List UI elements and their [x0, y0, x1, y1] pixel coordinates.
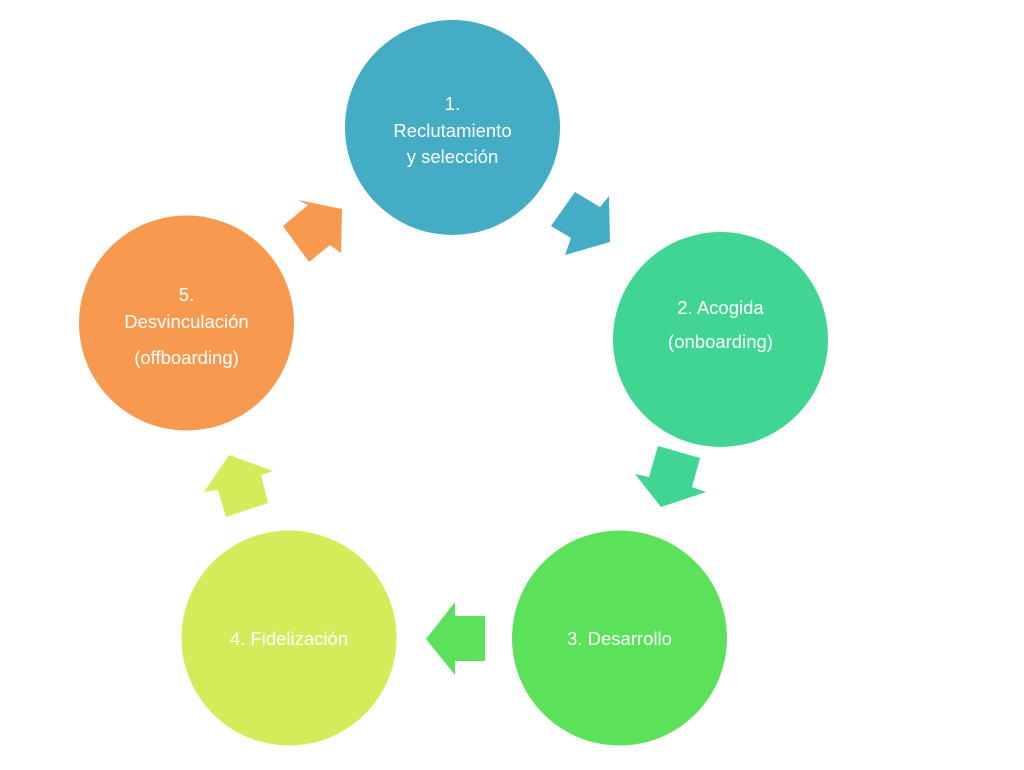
node-label-line: 4. Fidelización [230, 628, 348, 649]
node-label-line: (onboarding) [668, 331, 773, 352]
node-circle [181, 530, 397, 746]
node-label-line: (offboarding) [134, 347, 239, 368]
arrow-step3-to-step4 [426, 602, 485, 675]
node-fidelizacion: 4. Fidelización [181, 530, 397, 746]
arrow-step4-to-step5 [204, 455, 273, 517]
node-label-line: Desvinculación [124, 311, 248, 332]
node-label-line: Reclutamiento [393, 120, 511, 141]
node-label-line: 5. [179, 284, 194, 305]
node-label-line: 1. [445, 93, 460, 114]
node-label-line: 3. Desarrollo [567, 628, 672, 649]
node-label-line: 2. Acogida [677, 297, 764, 318]
node-acogida-onboarding: 2. Acogida (onboarding) [613, 232, 828, 447]
node-circle [345, 20, 560, 235]
arrow-step2-to-step3 [635, 446, 706, 507]
node-reclutamiento-seleccion: 1. Reclutamiento y selección [345, 20, 560, 235]
node-circle [512, 530, 727, 746]
arrow-step1-to-step2 [551, 192, 610, 255]
node-desvinculacion-offboarding: 5. Desvinculación (offboarding) [79, 215, 294, 431]
arrow-step5-to-step1 [283, 200, 342, 262]
node-circle [613, 232, 828, 447]
node-label-line: y selección [407, 146, 499, 167]
node-desarrollo: 3. Desarrollo [512, 530, 727, 746]
node-circle [79, 215, 294, 431]
